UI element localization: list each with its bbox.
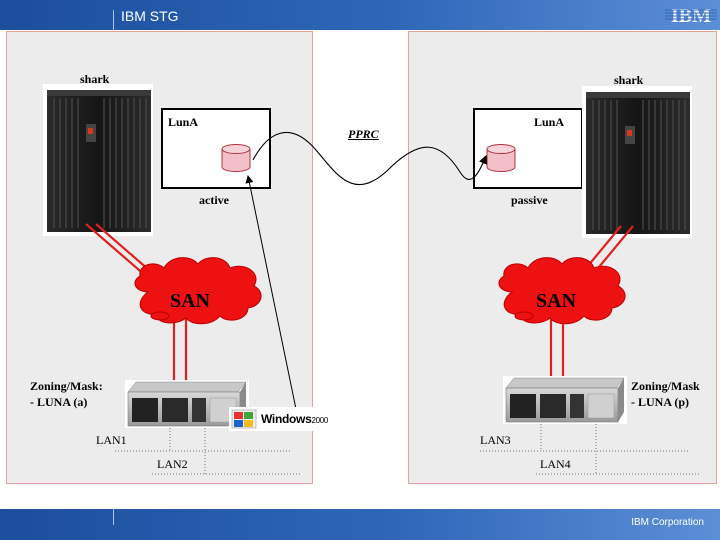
primary-shark-storage-icon [43,84,153,236]
primary-server-icon [125,380,249,428]
primary-zoning-lun: - LUNA (a) [30,395,88,409]
primary-san-cloud-icon [134,257,262,325]
footer-corporation: IBM Corporation [631,517,704,528]
secondary-lun-disk-icon [486,144,516,172]
primary-lun-label: LunA [168,115,199,129]
footer-bar: IBM Corporation [0,509,720,540]
secondary-lun-state: passive [511,193,548,207]
lan3-label: LAN3 [480,433,511,447]
header-divider [113,10,114,30]
windows-logo-label: Windows2000 [261,412,329,426]
header-title: IBM STG [121,8,179,24]
lan4-label: LAN4 [540,457,571,471]
secondary-san-cloud-icon [498,257,626,325]
windows-flag-icon [231,409,257,429]
lan1-label: LAN1 [96,433,127,447]
secondary-lan-links [480,424,700,475]
secondary-san-label: SAN [536,290,577,312]
secondary-shark-storage-icon [582,86,692,238]
secondary-zoning-title: Zoning/Mask [631,379,700,393]
primary-lun-box [161,108,271,189]
ibm-logo-icon: IBM [665,5,717,26]
host-io-arrow [245,175,298,415]
secondary-server-fc-links [549,318,565,385]
lan2-label: LAN2 [157,457,188,471]
footer-divider [113,509,114,525]
primary-san-label: SAN [170,290,211,312]
primary-lun-state: active [199,193,229,207]
pprc-label: PPRC [348,127,379,141]
primary-server-fc-links [172,318,188,388]
header-bar: IBM STG IBM [0,0,720,30]
secondary-zoning-lun: - LUNA (p) [631,395,690,409]
primary-lan-links [115,428,300,475]
windows-2000-logo: Windows2000 [229,407,329,431]
secondary-server-icon [503,376,627,424]
secondary-lun-label: LunA [534,115,565,129]
secondary-storage-label: shark [614,73,644,87]
pprc-replication-link [252,131,488,186]
primary-storage-label: shark [80,72,110,86]
primary-lun-disk-icon [221,144,251,172]
primary-zoning-title: Zoning/Mask: [30,379,103,393]
